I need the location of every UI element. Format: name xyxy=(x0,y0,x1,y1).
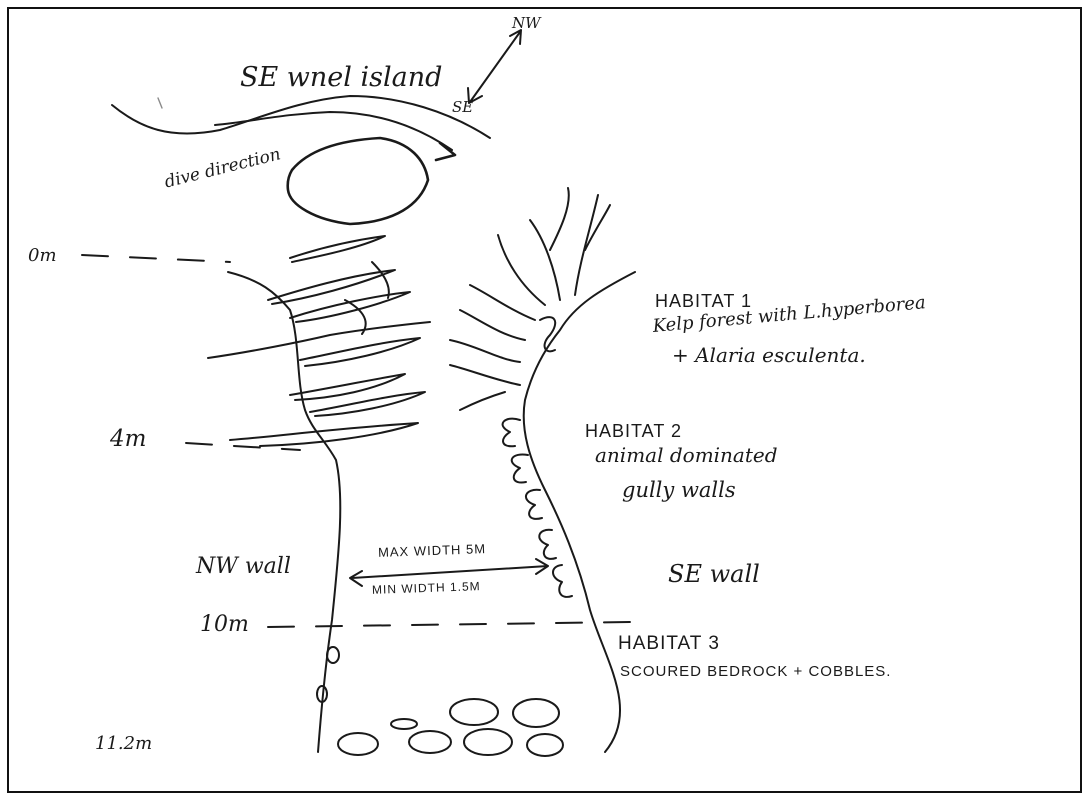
nw-kelp-fronds xyxy=(208,236,430,446)
nw-wall-label: NW wall xyxy=(196,556,291,578)
compass-south-label: SE xyxy=(452,100,473,115)
island-label: SE wnel island xyxy=(240,64,442,91)
habitat-2-line2: gully walls xyxy=(622,480,736,501)
max-width-label: MAX WIDTH 5M xyxy=(378,542,486,559)
shoreline-mark xyxy=(158,98,162,108)
min-width-label: MIN WIDTH 1.5M xyxy=(372,580,481,596)
gully-wall-animals xyxy=(503,419,572,597)
depth-line-0m xyxy=(82,255,230,262)
depth-line-10m xyxy=(268,622,632,627)
habitat-1-title: HABITAT 1 xyxy=(655,292,752,310)
depth-label-0m: 0m xyxy=(28,247,57,265)
habitat-1-line2: + Alaria esculenta. xyxy=(672,345,866,365)
depth-label-4m: 4m xyxy=(110,428,146,451)
se-kelp-fronds xyxy=(450,188,610,410)
compass-arrow xyxy=(468,30,521,103)
habitat-3-title: HABITAT 3 xyxy=(618,634,720,653)
cobbles xyxy=(317,647,563,756)
depth-label-11-2m: 11.2m xyxy=(95,735,152,753)
habitat-3-line1: SCOURED BEDROCK + COBBLES. xyxy=(620,664,891,679)
habitat-2-line1: animal dominated xyxy=(595,445,778,465)
rock-outline xyxy=(288,138,428,224)
se-wall-label: SE wall xyxy=(668,562,760,586)
compass-north-label: NW xyxy=(512,16,541,31)
habitat-2-title: HABITAT 2 xyxy=(585,422,682,440)
shoreline-outer xyxy=(112,96,490,138)
depth-label-10m: 10m xyxy=(200,614,249,636)
se-wall xyxy=(524,272,635,752)
